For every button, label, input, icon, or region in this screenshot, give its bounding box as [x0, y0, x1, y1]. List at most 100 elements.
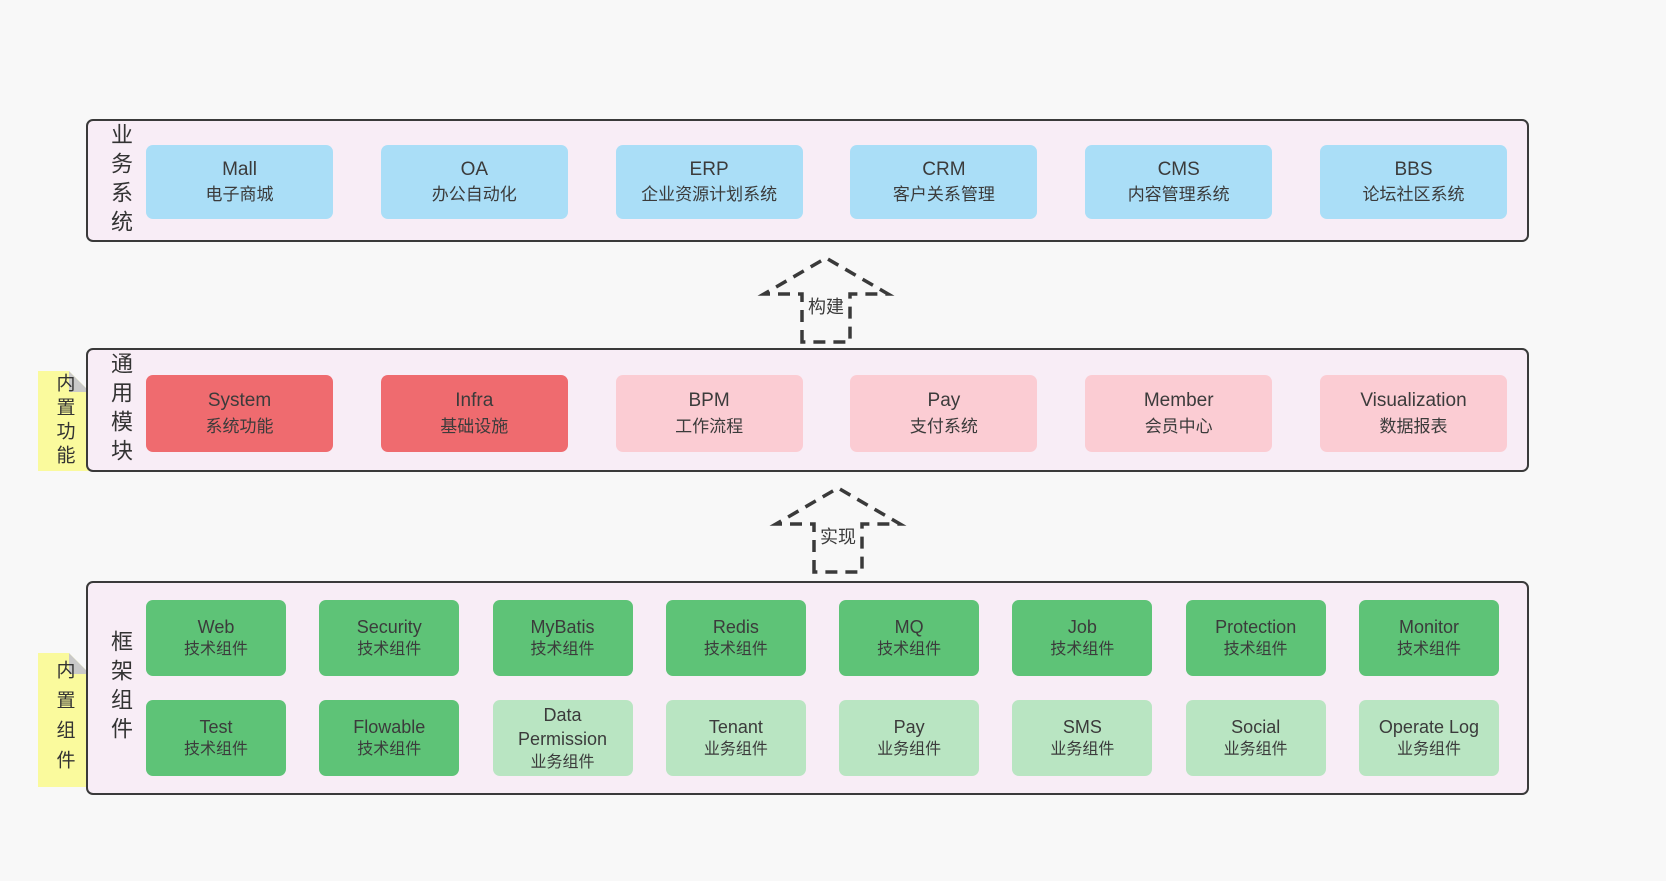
box-name: Test: [199, 717, 233, 738]
box-desc: 论坛社区系统: [1362, 185, 1465, 205]
box-name: MyBatis: [530, 617, 595, 638]
box-name: SMS: [1062, 717, 1102, 738]
box-name: BBS: [1394, 158, 1433, 180]
box-name: Operate Log: [1378, 717, 1479, 738]
box-desc: 技术组件: [877, 641, 942, 659]
box-name: Pay: [893, 717, 925, 738]
band-side-label: 通用模块: [108, 352, 133, 468]
arrow-build: 构建: [756, 252, 896, 344]
box-member: Member 会员中心: [1085, 375, 1273, 452]
box-name: Visualization: [1360, 390, 1467, 412]
box-protection: Protection 技术组件: [1185, 600, 1326, 676]
box-name: Flowable: [353, 717, 426, 738]
box-bpm: BPM 工作流程: [615, 375, 803, 452]
box-name: CMS: [1157, 158, 1200, 180]
box-crm: CRM 客户关系管理: [850, 145, 1038, 219]
box-test: Test 技术组件: [146, 700, 286, 776]
band-side-label: 业务系统: [108, 122, 133, 239]
box-desc: 业务组件: [703, 741, 768, 759]
box-flowable: Flowable 技术组件: [319, 700, 460, 776]
box-desc: 数据报表: [1379, 416, 1448, 436]
box-desc: 基础设施: [440, 416, 509, 436]
box-desc: 业务组件: [1050, 741, 1115, 759]
box-desc: 企业资源计划系统: [641, 185, 778, 205]
box-desc: 技术组件: [1223, 641, 1288, 659]
arrow-implement: 实现: [768, 482, 908, 574]
sticky-note-builtin-components: 内置组件: [38, 653, 90, 787]
box-infra: Infra 基础设施: [380, 375, 568, 452]
box-redis: Redis 技术组件: [665, 600, 806, 676]
box-desc: 技术组件: [703, 641, 768, 659]
box-system: System 系统功能: [146, 375, 333, 452]
sticky-note-builtin-features: 内置功能: [38, 371, 90, 471]
box-name: Pay: [927, 390, 961, 412]
box-social: Social 业务组件: [1185, 700, 1326, 776]
box-name: BPM: [688, 390, 730, 412]
dashed-up-arrow-icon: [769, 485, 907, 574]
box-name: Social: [1231, 717, 1281, 738]
box-desc: 业务组件: [877, 741, 942, 759]
box-desc: 电子商城: [205, 185, 274, 205]
box-job: Job 技术组件: [1012, 600, 1153, 676]
box-mq: MQ 技术组件: [839, 600, 980, 676]
box-desc: 系统功能: [205, 416, 274, 436]
box-desc: 技术组件: [530, 641, 595, 659]
box-sms: SMS 业务组件: [1012, 700, 1153, 776]
box-operate-log: Operate Log 业务组件: [1358, 700, 1499, 776]
dashed-up-arrow-icon: [757, 255, 895, 344]
box-cms: CMS 内容管理系统: [1085, 145, 1273, 219]
box-security: Security 技术组件: [319, 600, 460, 676]
box-desc: 技术组件: [1396, 641, 1461, 659]
box-desc: 业务组件: [530, 753, 595, 771]
box-name: OA: [460, 158, 489, 180]
box-name: Data Permission: [518, 704, 608, 750]
components-row-1: Web 技术组件 Security 技术组件 MyBatis 技术组件 Redi…: [146, 600, 1499, 676]
box-pay: Pay 支付系统: [850, 375, 1038, 452]
band-framework-components: 框架组件 Web 技术组件 Security 技术组件 MyBatis 技术组件…: [86, 581, 1529, 795]
box-desc: 技术组件: [1050, 641, 1115, 659]
box-name: CRM: [922, 158, 966, 180]
box-oa: OA 办公自动化: [380, 145, 568, 219]
box-desc: 业务组件: [1396, 741, 1461, 759]
sticky-note-label: 内置功能: [53, 373, 75, 469]
box-bbs: BBS 论坛社区系统: [1319, 145, 1507, 219]
box-desc: 客户关系管理: [892, 185, 995, 205]
modules-boxes-row: System 系统功能 Infra 基础设施 BPM 工作流程 Pay 支付系统…: [146, 375, 1507, 452]
box-desc: 技术组件: [183, 641, 248, 659]
box-desc: 会员中心: [1144, 416, 1213, 436]
box-name: Member: [1143, 390, 1214, 412]
band-business-systems: 业务系统 Mall 电子商城 OA 办公自动化 ERP 企业资源计划系统 CRM…: [86, 119, 1529, 242]
box-name: Web: [197, 617, 235, 638]
business-boxes-row: Mall 电子商城 OA 办公自动化 ERP 企业资源计划系统 CRM 客户关系…: [146, 145, 1507, 219]
box-visualization: Visualization 数据报表: [1319, 375, 1507, 452]
box-mybatis: MyBatis 技术组件: [492, 600, 633, 676]
band-common-modules: 通用模块 System 系统功能 Infra 基础设施 BPM 工作流程 Pay…: [86, 348, 1529, 472]
box-pay-biz: Pay 业务组件: [839, 700, 980, 776]
box-name: Infra: [455, 390, 494, 412]
box-name: Tenant: [708, 717, 763, 738]
components-row-2: Test 技术组件 Flowable 技术组件 Data Permission …: [146, 700, 1499, 776]
box-name: Security: [356, 617, 422, 638]
box-name: Mall: [222, 158, 257, 180]
box-desc: 技术组件: [357, 741, 422, 759]
box-desc: 内容管理系统: [1127, 185, 1230, 205]
box-erp: ERP 企业资源计划系统: [615, 145, 803, 219]
box-tenant: Tenant 业务组件: [665, 700, 806, 776]
box-data-permission: Data Permission 业务组件: [492, 700, 633, 776]
box-desc: 工作流程: [675, 416, 744, 436]
box-desc: 支付系统: [909, 416, 978, 436]
arrow-label: 实现: [817, 522, 859, 550]
box-name: ERP: [689, 158, 729, 180]
arrow-label: 构建: [805, 292, 847, 320]
sticky-note-label: 内置组件: [53, 660, 75, 780]
box-name: Monitor: [1398, 617, 1459, 638]
box-mall: Mall 电子商城: [146, 145, 333, 219]
box-name: Job: [1067, 617, 1097, 638]
box-desc: 办公自动化: [431, 185, 517, 205]
box-name: System: [207, 390, 272, 412]
box-web: Web 技术组件: [146, 600, 286, 676]
box-name: MQ: [894, 617, 924, 638]
box-name: Redis: [712, 617, 759, 638]
band-side-label: 框架组件: [108, 630, 133, 746]
